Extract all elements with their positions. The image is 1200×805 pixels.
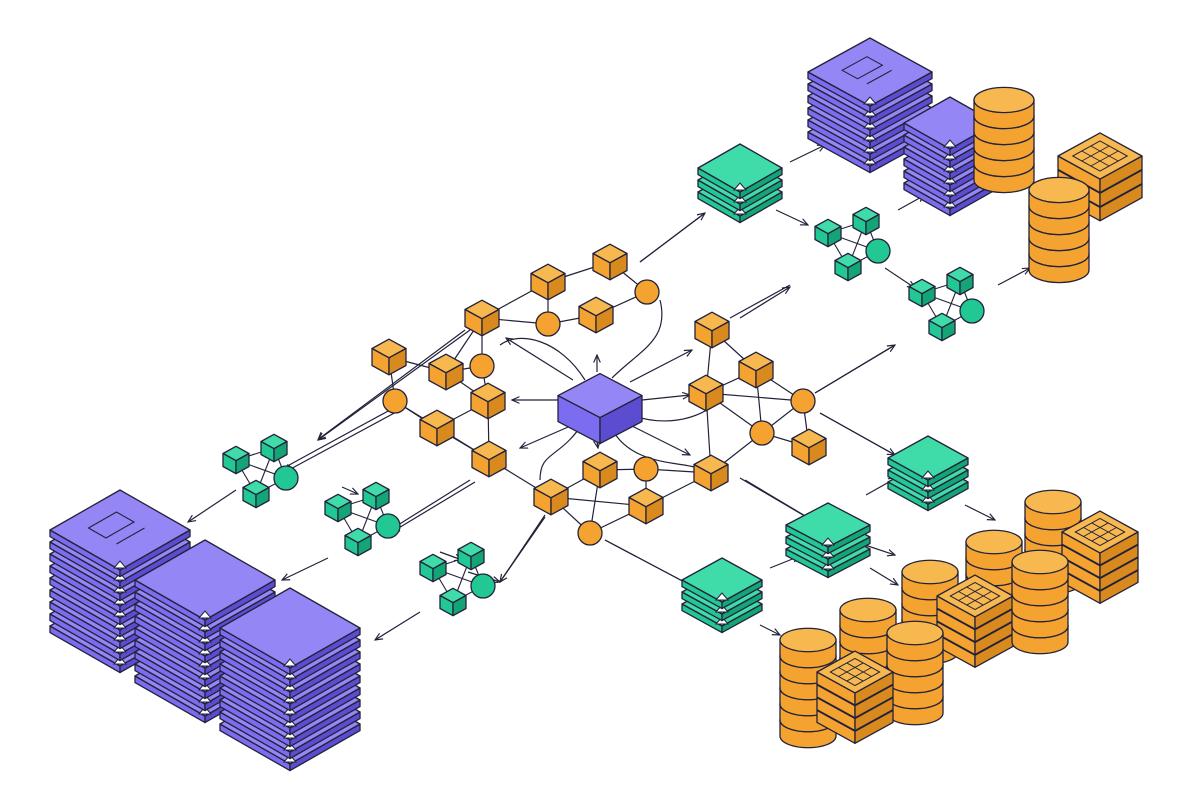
database-cylinder-icon bbox=[973, 86, 1035, 194]
node-cube-icon bbox=[834, 252, 862, 282]
arrow-connector bbox=[775, 209, 808, 225]
link-line bbox=[389, 479, 471, 531]
components bbox=[49, 37, 1143, 772]
arrow-connector bbox=[318, 329, 471, 440]
node-cube-icon bbox=[908, 278, 936, 308]
arrow-connector bbox=[604, 539, 690, 585]
arrow-connector bbox=[997, 268, 1030, 286]
database-cylinder-icon bbox=[1028, 176, 1090, 284]
link-line bbox=[611, 299, 663, 379]
node-sphere-icon bbox=[790, 388, 816, 414]
node-cube-icon bbox=[946, 266, 974, 296]
node-sphere-icon bbox=[470, 573, 496, 599]
node-cube-icon bbox=[688, 374, 724, 412]
node-cube-icon bbox=[814, 218, 842, 248]
link-line bbox=[729, 284, 791, 319]
node-cube-icon bbox=[439, 587, 467, 617]
document-stack-icon bbox=[807, 37, 933, 174]
arrow-connector bbox=[285, 409, 401, 472]
layer-stack-icon bbox=[697, 143, 783, 224]
central-hub-icon bbox=[557, 372, 643, 445]
node-sphere-icon bbox=[634, 279, 660, 305]
arrow-connector bbox=[964, 504, 995, 520]
storage-crate-icon bbox=[816, 650, 894, 745]
node-cube-icon bbox=[791, 428, 827, 466]
arrow-connector bbox=[341, 486, 358, 494]
database-cylinder-icon bbox=[1011, 549, 1069, 655]
node-cube-icon bbox=[582, 451, 618, 489]
arrow-connector bbox=[500, 516, 546, 582]
node-cube-icon bbox=[419, 409, 455, 447]
node-cube-icon bbox=[242, 479, 270, 509]
arrow-connector bbox=[282, 557, 329, 580]
node-cube-icon bbox=[324, 493, 352, 523]
node-sphere-icon bbox=[633, 456, 659, 482]
node-sphere-icon bbox=[577, 520, 603, 546]
arrow-connector bbox=[629, 350, 692, 383]
node-sphere-icon bbox=[865, 238, 891, 264]
node-cube-icon bbox=[578, 296, 614, 334]
arrow-connector bbox=[627, 423, 690, 455]
node-sphere-icon bbox=[273, 465, 299, 491]
arrow-connector bbox=[819, 412, 895, 455]
layer-stack-icon bbox=[681, 557, 763, 634]
arrow-connector bbox=[814, 345, 895, 394]
storage-crate-icon bbox=[1061, 510, 1139, 605]
arrow-connector bbox=[520, 423, 576, 448]
arrow-connector bbox=[789, 145, 825, 163]
link-line bbox=[319, 329, 466, 439]
node-cube-icon bbox=[530, 263, 566, 301]
layer-stack-icon bbox=[887, 435, 969, 512]
node-cube-icon bbox=[592, 243, 628, 281]
arrow-connector bbox=[506, 338, 574, 381]
node-cube-icon bbox=[222, 445, 250, 475]
document-stack-icon bbox=[219, 587, 361, 772]
node-cube-icon bbox=[419, 553, 447, 583]
arrow-connector bbox=[188, 489, 237, 522]
node-sphere-icon bbox=[469, 353, 495, 379]
node-cube-icon bbox=[371, 338, 407, 376]
node-cube-icon bbox=[428, 353, 464, 391]
node-sphere-icon bbox=[749, 420, 775, 446]
node-cube-icon bbox=[694, 311, 730, 349]
node-cube-icon bbox=[533, 478, 569, 516]
arrow-connector bbox=[375, 611, 421, 640]
database-cylinder-icon bbox=[886, 620, 944, 726]
node-sphere-icon bbox=[375, 513, 401, 539]
link-line bbox=[499, 337, 586, 381]
node-cube-icon bbox=[628, 487, 664, 525]
node-sphere-icon bbox=[959, 298, 985, 324]
node-cube-icon bbox=[471, 440, 507, 478]
node-cube-icon bbox=[457, 541, 485, 571]
node-cube-icon bbox=[260, 433, 288, 463]
node-cube-icon bbox=[344, 527, 372, 557]
arrow-connector bbox=[884, 267, 915, 288]
arrow-connector bbox=[759, 624, 780, 635]
node-cube-icon bbox=[362, 481, 390, 511]
node-cube-icon bbox=[738, 351, 774, 389]
arrow-connector bbox=[864, 544, 895, 555]
arrow-connector bbox=[392, 481, 476, 532]
node-cube-icon bbox=[852, 206, 880, 236]
node-sphere-icon bbox=[382, 388, 408, 414]
node-cube-icon bbox=[693, 454, 729, 492]
node-sphere-icon bbox=[535, 311, 561, 337]
link-line bbox=[279, 409, 391, 471]
node-cube-icon bbox=[464, 299, 500, 337]
arrow-connector bbox=[639, 213, 705, 263]
arrow-connector bbox=[739, 287, 790, 319]
storage-crate-icon bbox=[936, 574, 1014, 669]
node-cube-icon bbox=[928, 312, 956, 342]
node-cube-icon bbox=[470, 382, 506, 420]
arrow-connector bbox=[641, 395, 690, 401]
layer-stack-icon bbox=[785, 502, 871, 579]
arrow-connector bbox=[869, 567, 898, 585]
